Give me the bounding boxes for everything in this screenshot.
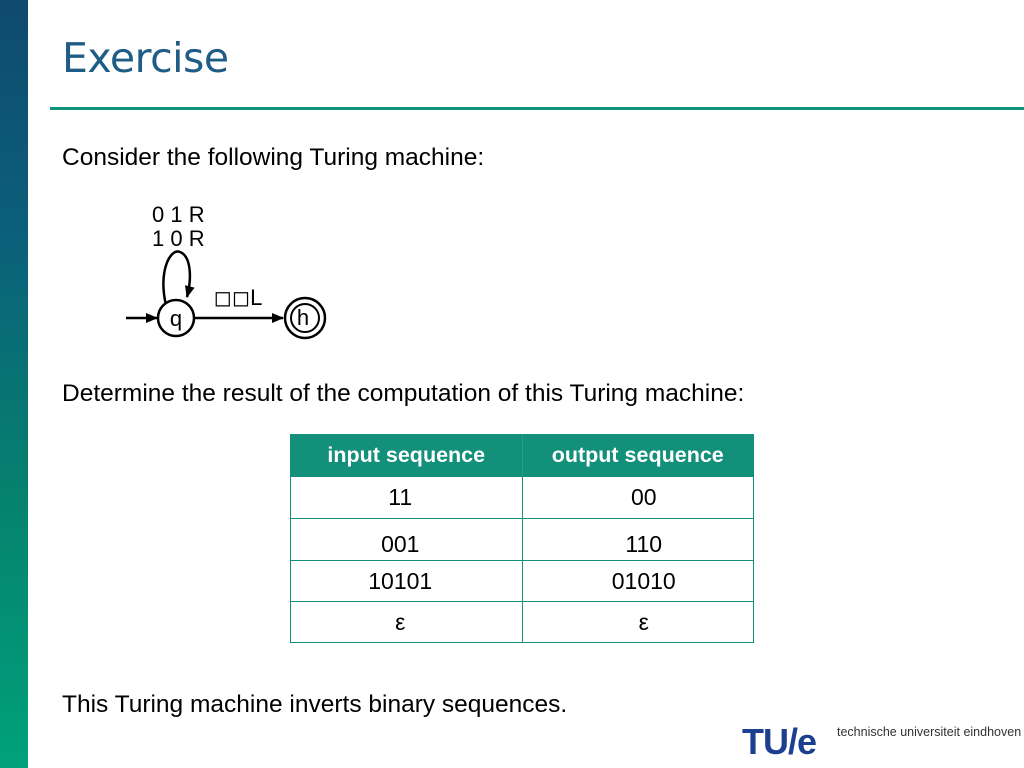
state-q-node: [156, 298, 196, 338]
header-input-sequence: input sequence: [290, 434, 523, 477]
logo-text: technische universiteit eindhoven: [837, 725, 1022, 739]
transition-label: ◻◻L: [214, 285, 263, 310]
output-cell: 00: [521, 476, 754, 519]
input-cell: ε: [290, 601, 523, 643]
output-cell: ε: [521, 601, 754, 643]
table-row: 10101 01010: [290, 560, 754, 602]
self-loop-arrow: [162, 250, 195, 306]
state-h-label: h: [297, 305, 309, 330]
intro-text: Consider the following Turing machine:: [62, 144, 485, 171]
input-cell: 001: [290, 518, 523, 561]
slide-title: Exercise: [62, 34, 229, 82]
header-output-sequence: output sequence: [521, 434, 754, 477]
io-table: input sequence output sequence 11 00 001…: [290, 434, 754, 643]
input-cell: 10101: [290, 560, 523, 602]
logo-mark: TU/e: [742, 721, 817, 762]
loop-label-line-2: 1 0 R: [152, 226, 205, 251]
output-cell: 110: [521, 518, 754, 561]
table-row: 001 110: [290, 518, 754, 561]
title-divider: [50, 107, 1024, 110]
conclusion-text: This Turing machine inverts binary seque…: [62, 691, 568, 718]
loop-label-line-1: 0 1 R: [152, 202, 205, 227]
question-text: Determine the result of the computation …: [62, 380, 745, 407]
university-logo: TU/e technische universiteit eindhoven: [742, 722, 1022, 762]
state-q-label: q: [170, 306, 182, 331]
table-row: ε ε: [290, 601, 754, 643]
input-cell: 11: [290, 476, 523, 519]
side-accent-bar: [0, 0, 28, 768]
state-h-inner-ring: [290, 303, 320, 333]
table-row: 11 00: [290, 476, 754, 519]
output-cell: 01010: [521, 560, 754, 602]
table-header-row: input sequence output sequence: [290, 434, 754, 477]
